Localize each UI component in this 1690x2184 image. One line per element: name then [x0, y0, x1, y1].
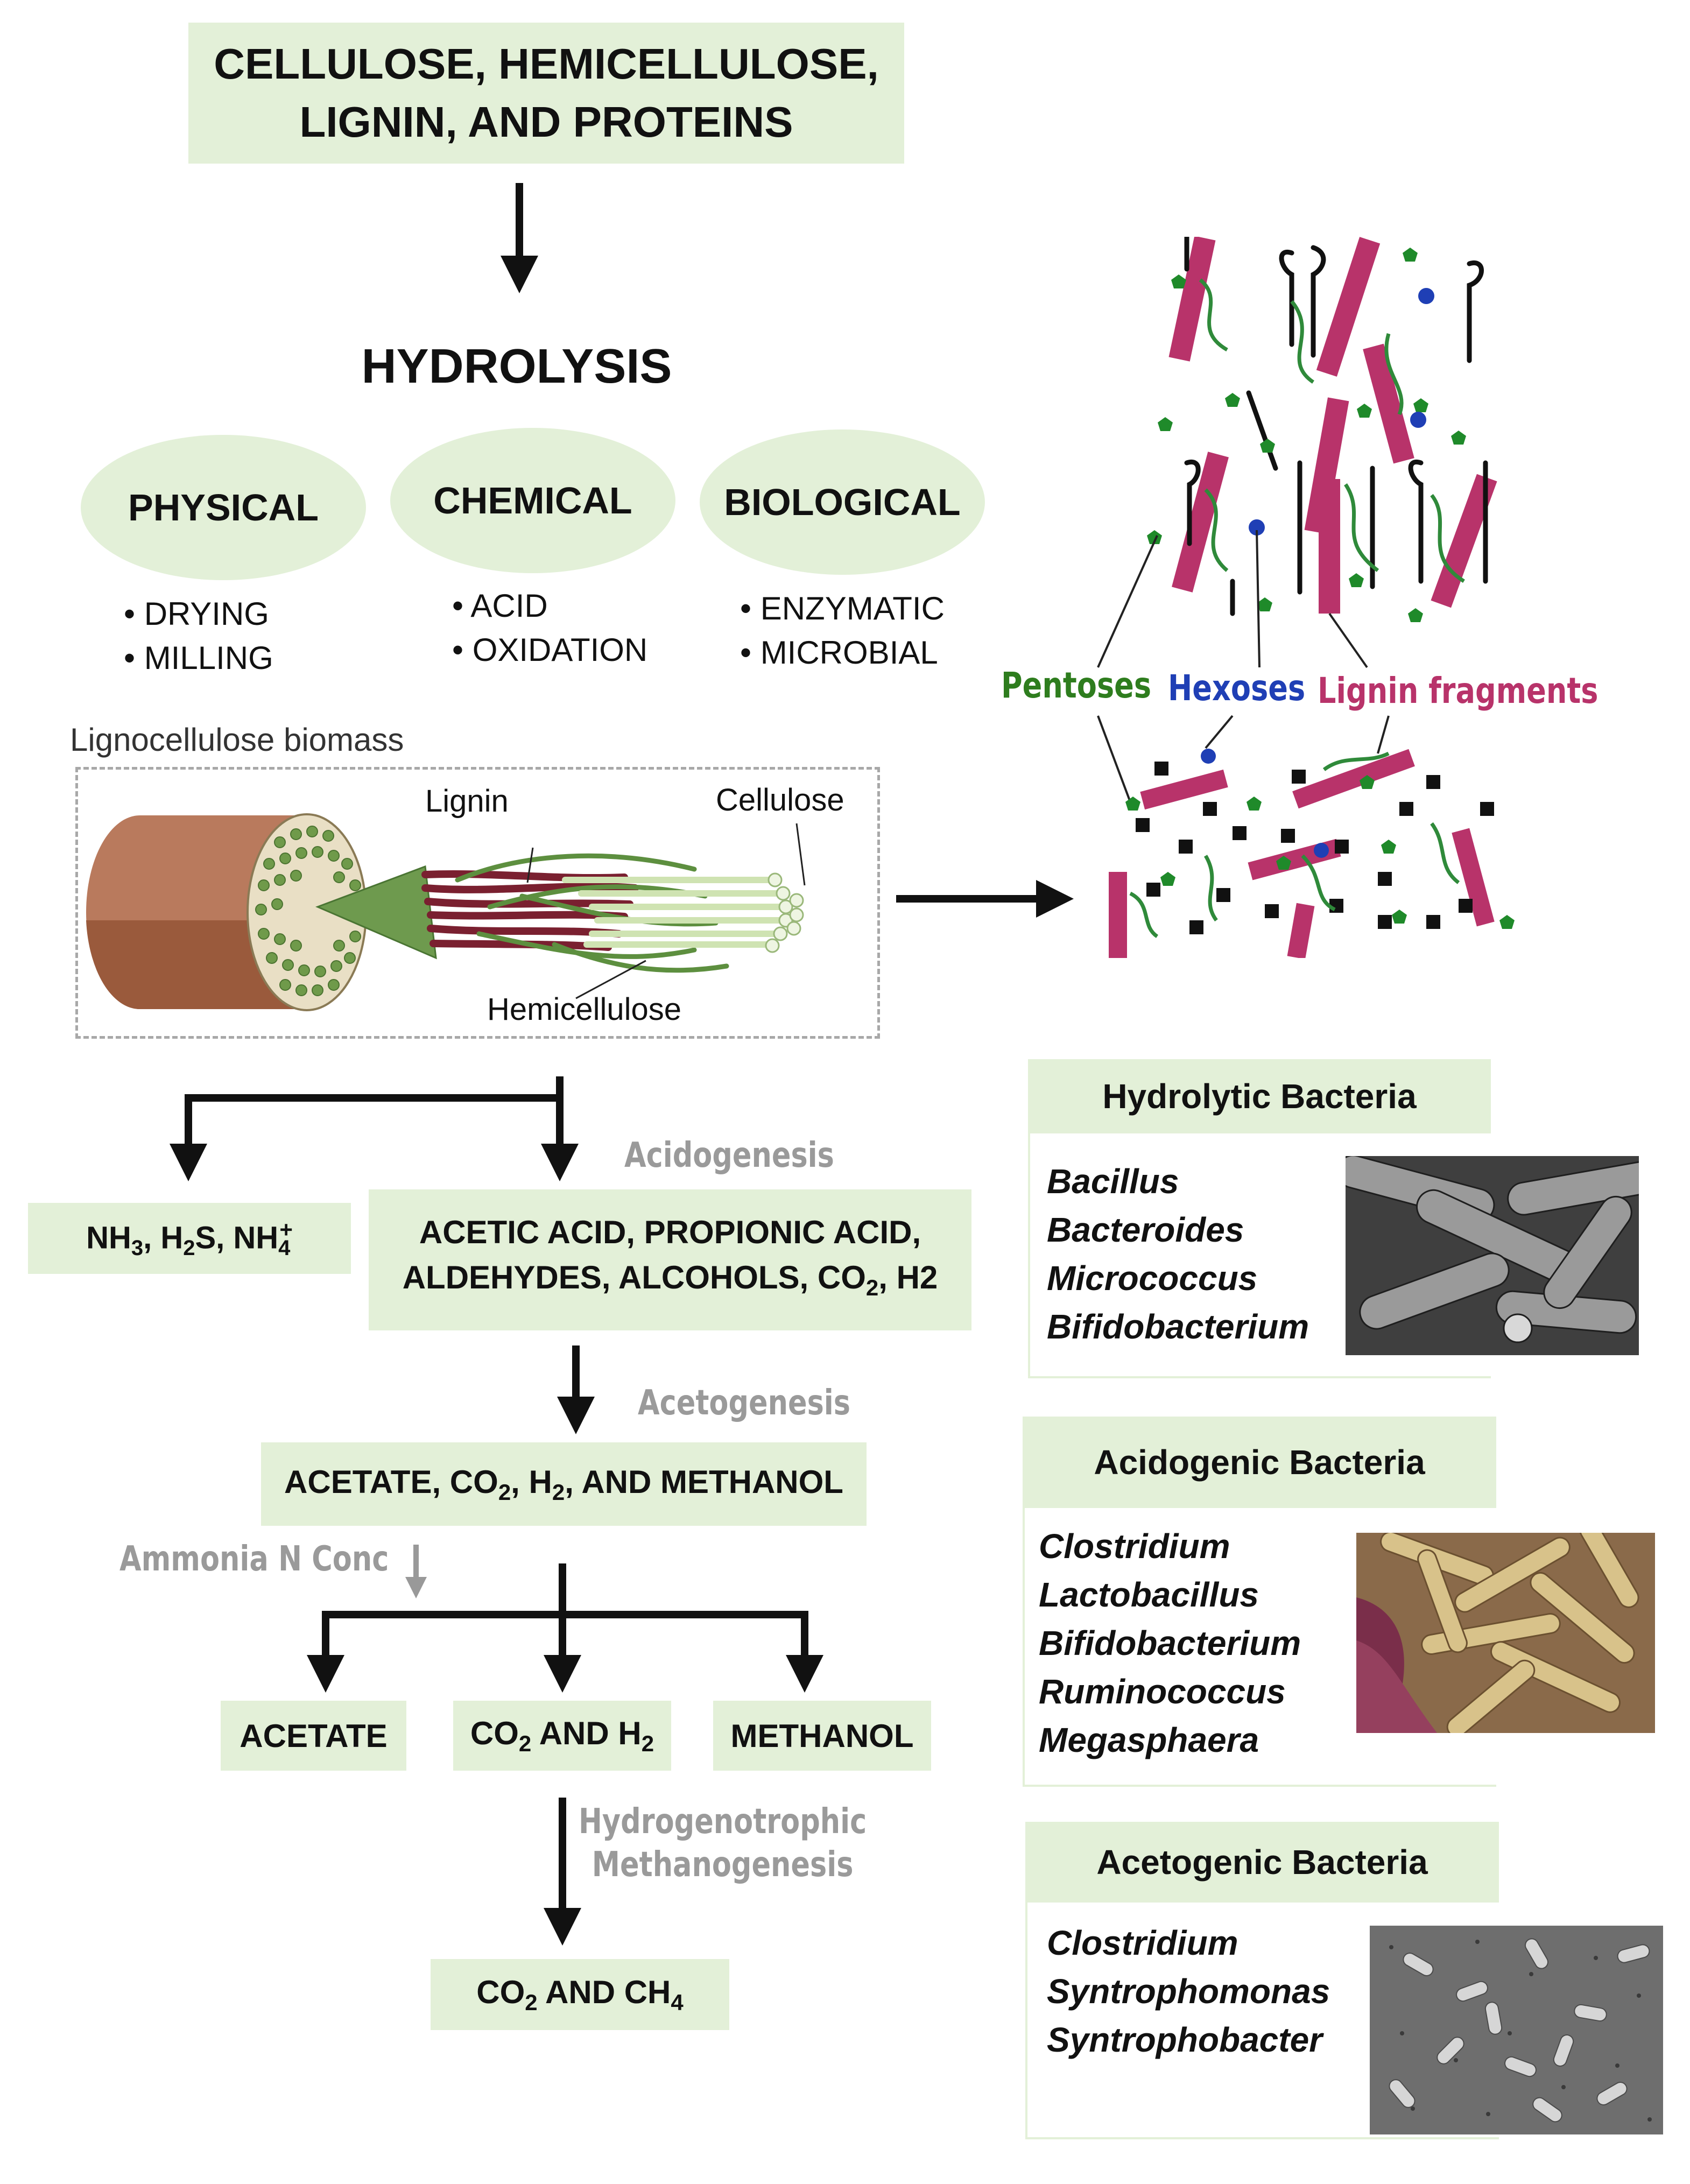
- acetogenic-genera: Clostridium Syntrophomonas Syntrophobact…: [1047, 1919, 1330, 2064]
- acetate-mix-box: ACETATE, CO2, H2, AND METHANOL: [261, 1442, 867, 1526]
- final-product-box: CO2 AND CH4: [431, 1959, 729, 2030]
- label-acetogenesis: Acetogenesis: [638, 1383, 851, 1423]
- substrates-line-1: CELLULOSE, HEMICELLULOSE,: [214, 40, 879, 88]
- label-lignin-fragments: Lignin fragments: [1318, 670, 1599, 711]
- acetate-mix-b: 2: [498, 1479, 511, 1505]
- label-ammonia: Ammonia N Conc: [119, 1539, 389, 1579]
- co2h2-c: AND H: [531, 1715, 642, 1751]
- nh-a: NH: [86, 1220, 131, 1255]
- hydrolytic-bacteria-micrograph: [1346, 1156, 1639, 1355]
- co2h2-d: 2: [641, 1731, 654, 1756]
- physical-list: DRYING MILLING: [124, 592, 273, 680]
- label-pentoses: Pentoses: [1001, 665, 1152, 706]
- genus-item: Bifidobacterium: [1039, 1624, 1301, 1662]
- method-biological: BIOLOGICAL: [700, 429, 985, 575]
- label-acidogenesis: Acidogenesis: [624, 1136, 834, 1175]
- pentose-markers-upper: [1147, 248, 1466, 622]
- genus-item: Lactobacillus: [1039, 1575, 1259, 1614]
- list-item: MICROBIAL: [740, 631, 945, 675]
- list-item: ENZYMATIC: [740, 587, 945, 631]
- product-methanol: METHANOL: [713, 1701, 931, 1771]
- acids-line-2b: , H2: [878, 1259, 938, 1295]
- nh-c: S, NH: [195, 1220, 279, 1255]
- arrow-split-acidogenesis: [170, 1076, 579, 1181]
- list-item: DRYING: [124, 592, 273, 636]
- label-hydrogenotrophic: Hydrogenotrophic Methanogenesis: [579, 1800, 867, 1886]
- nh-a-sub: 3: [131, 1236, 144, 1260]
- acids-box: ACETIC ACID, PROPIONIC ACID, ALDEHYDES, …: [369, 1189, 971, 1330]
- acids-line-2-sub: 2: [865, 1274, 879, 1300]
- final-d: 4: [671, 1990, 684, 2015]
- nh-c-sup: +: [279, 1216, 293, 1242]
- genus-item: Clostridium: [1047, 1924, 1238, 1962]
- co2h2-a: CO: [470, 1715, 519, 1751]
- acids-line-1: ACETIC ACID, PROPIONIC ACID,: [419, 1214, 921, 1250]
- hydrogenotrophic-line-2: Methanogenesis: [592, 1845, 854, 1885]
- method-chemical: CHEMICAL: [390, 428, 675, 573]
- lignocellulose-fiber-illustration: [86, 813, 806, 1011]
- acetogenic-bacteria-micrograph: [1370, 1926, 1663, 2134]
- acidogenic-bacteria-panel: [1023, 1508, 1496, 1787]
- acetogenic-bacteria-title: Acetogenic Bacteria: [1025, 1822, 1499, 1903]
- acetate-mix-e: , AND METHANOL: [565, 1463, 843, 1500]
- hydrolytic-bacteria-title: Hydrolytic Bacteria: [1028, 1059, 1491, 1133]
- label-hexoses: Hexoses: [1168, 667, 1306, 709]
- final-b: 2: [525, 1990, 538, 2015]
- chemical-list: ACID OXIDATION: [452, 584, 647, 672]
- acidogenic-bacteria-title: Acidogenic Bacteria: [1023, 1417, 1496, 1508]
- lignin-fragments-upper: [1168, 237, 1497, 614]
- green-strands-lower: [1129, 751, 1460, 938]
- product-co2-h2: CO2 AND H2: [453, 1701, 671, 1771]
- genus-item: Clostridium: [1039, 1527, 1230, 1566]
- list-item: ACID: [452, 584, 647, 628]
- genus-item: Megasphaera: [1039, 1721, 1259, 1759]
- acetate-mix-d: 2: [552, 1479, 565, 1505]
- list-item: MILLING: [124, 636, 273, 680]
- pentose-markers-lower: [1125, 775, 1515, 929]
- black-blocks-lower: [1136, 762, 1494, 934]
- substrates-box: CELLULOSE, HEMICELLULOSE, LIGNIN, AND PR…: [188, 23, 904, 164]
- hydrolytic-genera: Bacillus Bacteroides Micrococcus Bifidob…: [1047, 1157, 1309, 1351]
- list-item: OXIDATION: [452, 628, 648, 672]
- hydrogenotrophic-line-1: Hydrogenotrophic: [579, 1802, 867, 1842]
- biomass-caption: Lignocellulose biomass: [70, 722, 404, 758]
- acidogenic-genera: Clostridium Lactobacillus Bifidobacteriu…: [1039, 1522, 1301, 1764]
- co2h2-b: 2: [518, 1731, 532, 1756]
- genus-item: Bifidobacterium: [1047, 1307, 1309, 1346]
- hexose-markers-upper: [1249, 288, 1434, 536]
- genus-item: Syntrophobacter: [1047, 2020, 1323, 2059]
- genus-item: Micrococcus: [1047, 1259, 1258, 1298]
- genus-item: Bacillus: [1047, 1162, 1179, 1201]
- biological-list: ENZYMATIC MICROBIAL: [740, 587, 945, 675]
- acetogenic-bacteria-panel: [1025, 1903, 1499, 2139]
- substrates-line-2: LIGNIN, AND PROTEINS: [299, 98, 793, 146]
- acetate-mix-a: ACETATE, CO: [284, 1463, 498, 1500]
- hexose-markers-lower: [1201, 749, 1329, 858]
- product-acetate: ACETATE: [221, 1701, 406, 1771]
- genus-item: Syntrophomonas: [1047, 1972, 1330, 2011]
- hydrolysis-products-illustration: [1097, 237, 1515, 958]
- acids-line-2a: ALDEHYDES, ALCOHOLS, CO: [402, 1259, 866, 1295]
- hydrolysis-title: HYDROLYSIS: [361, 340, 672, 393]
- final-c: AND CH: [537, 1974, 671, 2010]
- label-cellulose: Cellulose: [716, 783, 844, 818]
- acetate-mix-c: , H: [511, 1463, 552, 1500]
- final-a: CO: [476, 1974, 525, 2010]
- genus-item: Bacteroides: [1047, 1210, 1244, 1249]
- method-physical: PHYSICAL: [81, 435, 366, 580]
- nh-b: , H: [143, 1220, 184, 1255]
- hydrolytic-bacteria-panel: [1028, 1133, 1491, 1378]
- nh-c-sub: 4: [278, 1236, 291, 1260]
- nh-box: NH3, H2S, NH4+: [28, 1203, 351, 1274]
- acidogenic-bacteria-micrograph: [1356, 1533, 1655, 1733]
- label-lignin: Lignin: [425, 784, 509, 819]
- nh-b-sub: 2: [183, 1236, 195, 1260]
- label-hemicellulose: Hemicellulose: [487, 992, 682, 1027]
- green-strands-upper: [1199, 278, 1465, 583]
- biomass-frame: [75, 767, 880, 1039]
- arrow-split-products: [307, 1563, 823, 1693]
- genus-item: Ruminococcus: [1039, 1672, 1286, 1711]
